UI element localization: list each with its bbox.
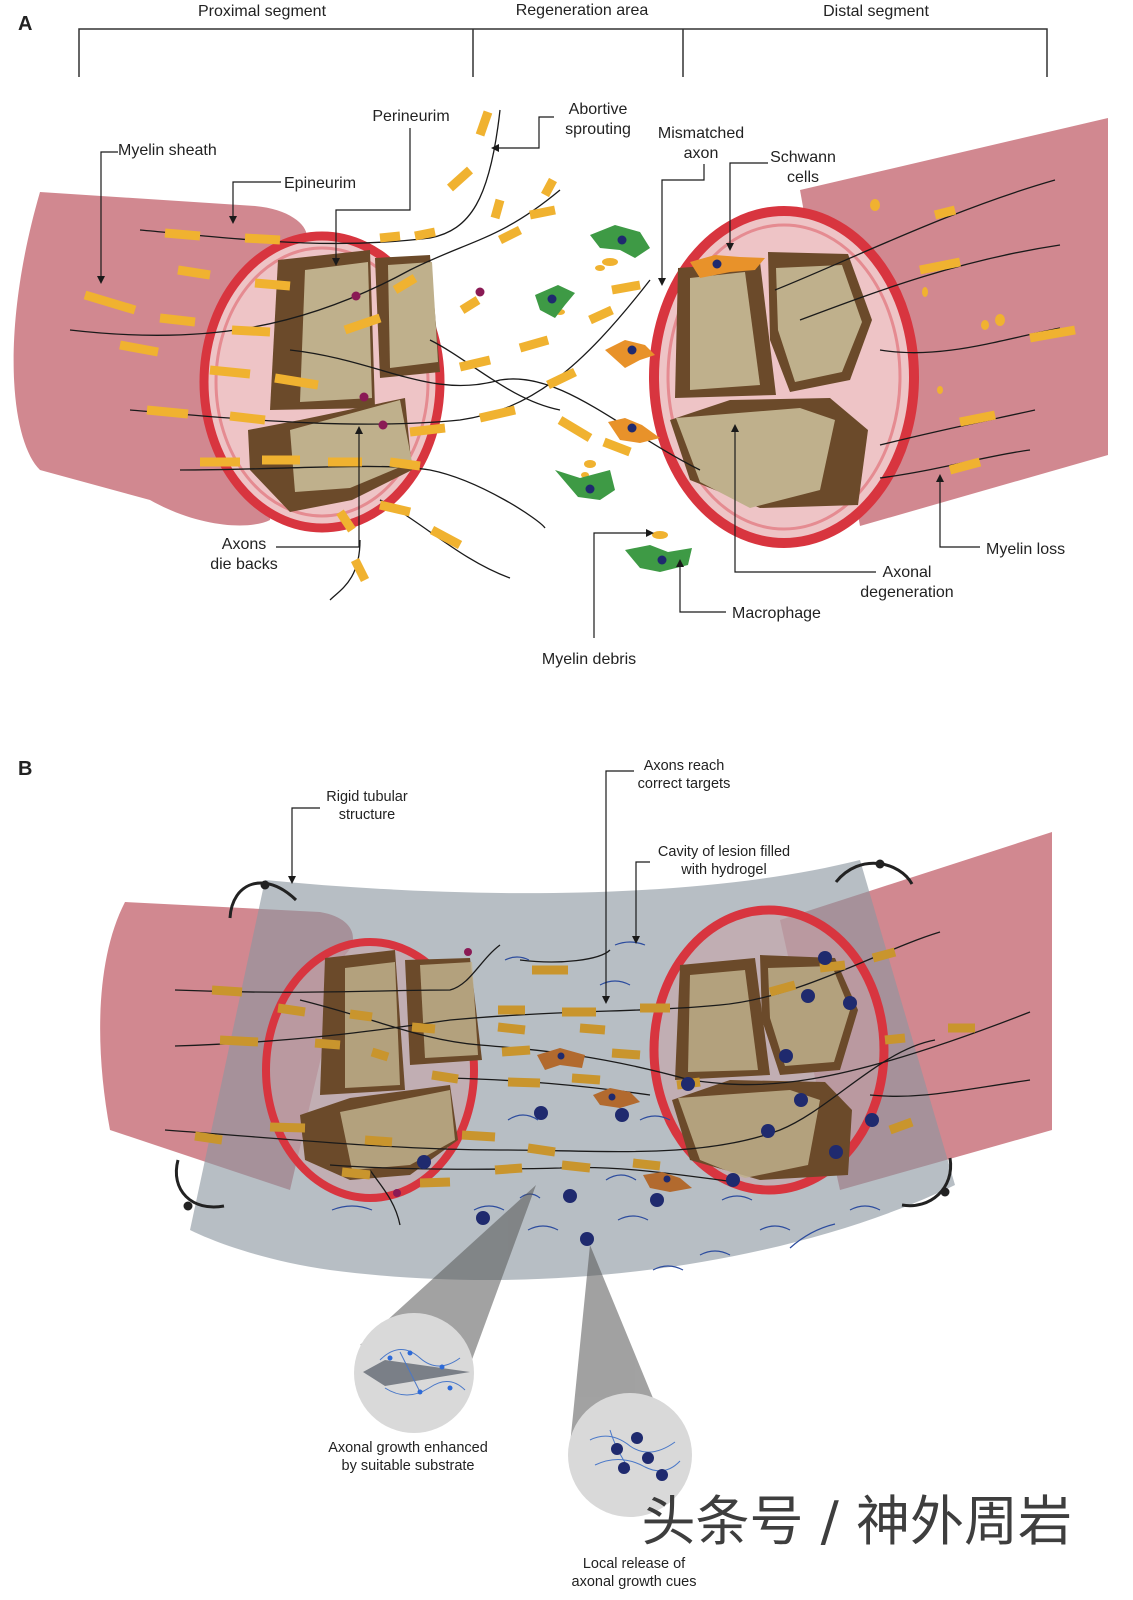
panel-a: A Proximal segment Regeneration area Dis… xyxy=(13,2,1108,668)
suture-knot xyxy=(183,859,950,1211)
label-axons-die-2: die backs xyxy=(210,556,278,573)
callout-lines xyxy=(100,116,980,638)
label-reach-1: Axons reach xyxy=(644,758,725,774)
label-axonal-degeneration-1: Axonal xyxy=(883,564,932,581)
substrate-mesh xyxy=(363,1349,470,1396)
suture-stitch xyxy=(174,861,953,1209)
panel-b: B xyxy=(18,758,1052,1590)
region-label-regeneration: Regeneration area xyxy=(516,2,649,19)
distal-perineurium xyxy=(666,223,902,531)
panel-a-letter: A xyxy=(18,13,32,35)
growth-cue-dot xyxy=(417,951,879,1246)
distal-fascicles-b xyxy=(672,955,858,1180)
schwann-cell-b xyxy=(537,1048,692,1192)
label-perineurim: Perineurim xyxy=(372,108,449,125)
myelin-debris xyxy=(555,199,1005,539)
label-reach-2: correct targets xyxy=(638,776,731,792)
label-rigid-2: structure xyxy=(339,807,395,823)
label-cavity-2: with hydrogel xyxy=(680,862,766,878)
label-myelin-sheath: Myelin sheath xyxy=(118,142,217,159)
callout-lines-b xyxy=(291,770,650,998)
label-rigid-1: Rigid tubular xyxy=(326,789,408,805)
callout-arrowheads-b xyxy=(288,876,640,1004)
label-myelin-loss: Myelin loss xyxy=(986,541,1065,558)
watermark-text: 头条号 / 神外周岩 xyxy=(641,1490,1072,1553)
growth-cue-mesh xyxy=(589,1429,681,1481)
label-local-2: axonal growth cues xyxy=(572,1574,697,1590)
label-abortive-2: sprouting xyxy=(565,121,631,138)
panel-b-letter: B xyxy=(18,758,32,780)
region-bracket xyxy=(78,28,1048,77)
label-myelin-debris: Myelin debris xyxy=(542,651,636,668)
label-schwann-1: Schwann xyxy=(770,149,836,166)
hydrogel-fibers xyxy=(331,941,881,1271)
label-cavity-1: Cavity of lesion filled xyxy=(658,844,790,860)
macrophage-cell xyxy=(535,225,692,572)
label-epineurim: Epineurim xyxy=(284,175,356,192)
distal-fascicles xyxy=(670,252,872,508)
region-label-proximal: Proximal segment xyxy=(198,3,327,20)
label-growth-1: Axonal growth enhanced xyxy=(328,1440,488,1456)
label-abortive-1: Abortive xyxy=(569,101,628,118)
callout-arrowheads xyxy=(97,144,944,567)
label-macrophage: Macrophage xyxy=(732,605,821,622)
label-mismatched-1: Mismatched xyxy=(658,125,744,142)
label-axons-die-1: Axons xyxy=(222,536,266,553)
schwann-cell xyxy=(605,255,765,443)
label-growth-2: by suitable substrate xyxy=(342,1458,475,1474)
label-local-1: Local release of xyxy=(583,1556,686,1572)
label-schwann-2: cells xyxy=(787,169,819,186)
axon-terminal-dot-b xyxy=(393,948,472,1197)
label-axonal-degeneration-2: degeneration xyxy=(860,584,953,601)
zoom-circle-growth-cues xyxy=(568,1393,692,1517)
axon-terminal-dot xyxy=(351,287,485,430)
region-label-distal: Distal segment xyxy=(823,3,929,20)
label-mismatched-2: axon xyxy=(684,145,719,162)
myelin-segments-b xyxy=(194,947,975,1188)
myelin-segments xyxy=(83,110,1076,583)
